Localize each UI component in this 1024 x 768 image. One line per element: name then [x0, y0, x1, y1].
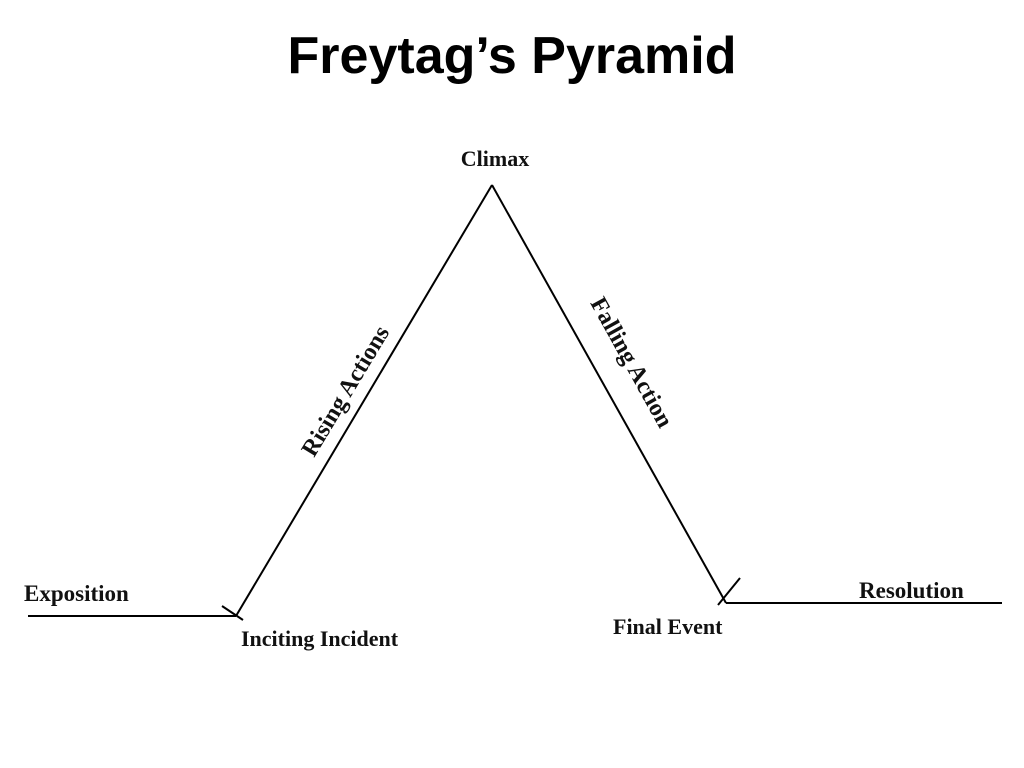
page-title: Freytag’s Pyramid — [287, 27, 737, 85]
final-event-tick — [717, 577, 741, 606]
rising-actions-label: Rising Actions — [297, 322, 395, 462]
rising-action-line — [235, 184, 493, 617]
resolution-label: Resolution — [859, 578, 964, 603]
final-event-label: Final Event — [613, 614, 723, 639]
inciting-incident-tick — [221, 605, 244, 621]
falling-action-label: Falling Action — [585, 293, 678, 432]
inciting-incident-label: Inciting Incident — [241, 626, 399, 651]
exposition-label: Exposition — [24, 581, 129, 606]
falling-action-line — [491, 184, 727, 604]
climax-label: Climax — [461, 146, 529, 171]
